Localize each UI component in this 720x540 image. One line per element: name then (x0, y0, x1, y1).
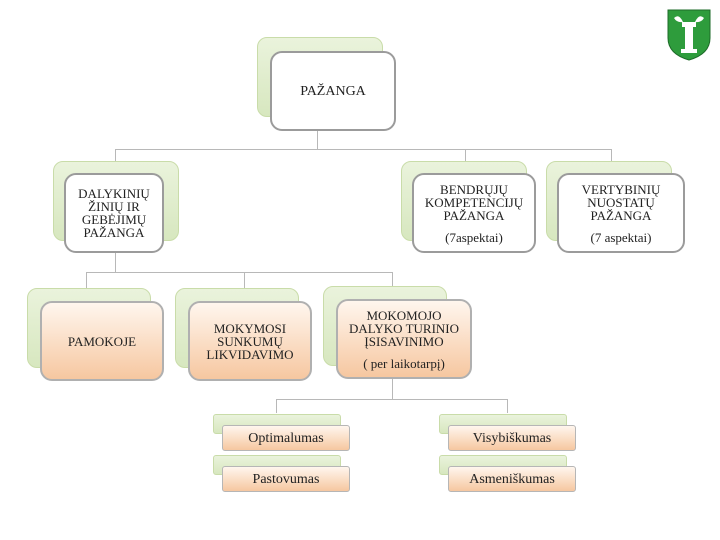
node-pastovumas: Pastovumas (222, 466, 350, 492)
node-turinio-line: ĮSISAVINIMO (364, 333, 444, 349)
node-vertybiniu-line: NUOSTATŲ (587, 194, 655, 210)
node-dalykiniu-line: ŽINIŲ IR (88, 199, 140, 214)
node-dalykiniu: DALYKINIŲ ŽINIŲ IR GEBĖJIMŲ PAŽANGA (64, 173, 164, 253)
node-dalykiniu-line: GEBĖJIMŲ (81, 212, 147, 227)
node-optimalumas: Optimalumas (222, 425, 350, 451)
node-pamokoje: PAMOKOJE (40, 301, 164, 381)
node-pastovumas-label: Pastovumas (252, 471, 320, 487)
node-vertybiniu: VERTYBINIŲ NUOSTATŲ PAŽANGA (7 aspektai) (557, 173, 685, 253)
node-asmeniskumas: Asmeniškumas (448, 466, 576, 492)
node-turinio-line: MOKOMOJO (366, 307, 442, 323)
node-vertybiniu-line: VERTYBINIŲ (581, 181, 661, 197)
node-turinio: MOKOMOJO DALYKO TURINIO ĮSISAVINIMO ( pe… (336, 299, 472, 379)
node-mokymosi: MOKYMOSI SUNKUMŲ LIKVIDAVIMO (188, 301, 312, 381)
node-bendruju-line: PAŽANGA (443, 207, 505, 223)
root-node-label: PAŽANGA (300, 83, 366, 99)
node-turinio-line: DALYKO TURINIO (348, 320, 460, 336)
node-asmeniskumas-label: Asmeniškumas (469, 471, 555, 487)
node-visybiskumas: Visybiškumas (448, 425, 576, 451)
node-optimalumas-label: Optimalumas (248, 430, 324, 446)
node-visybiskumas-label: Visybiškumas (472, 430, 552, 446)
node-dalykiniu-line: DALYKINIŲ (78, 186, 150, 201)
coat-of-arms-icon (667, 9, 711, 61)
node-bendruju-note: (7aspektai) (445, 229, 503, 245)
node-bendruju-line: BENDRŲJŲ (440, 181, 508, 197)
node-pamokoje-label: PAMOKOJE (67, 333, 137, 349)
node-vertybiniu-line: PAŽANGA (590, 207, 652, 223)
node-mokymosi-line: LIKVIDAVIMO (206, 346, 294, 362)
node-dalykiniu-line: PAŽANGA (83, 225, 145, 240)
node-bendruju-line: KOMPETENCIJŲ (424, 194, 524, 210)
node-mokymosi-line: SUNKUMŲ (217, 333, 283, 349)
node-turinio-note: ( per laikotarpį) (363, 355, 445, 371)
node-vertybiniu-note: (7 aspektai) (590, 229, 652, 245)
root-node: PAŽANGA (270, 51, 396, 131)
node-mokymosi-line: MOKYMOSI (213, 320, 287, 336)
node-bendruju: BENDRŲJŲ KOMPETENCIJŲ PAŽANGA (7aspektai… (412, 173, 536, 253)
